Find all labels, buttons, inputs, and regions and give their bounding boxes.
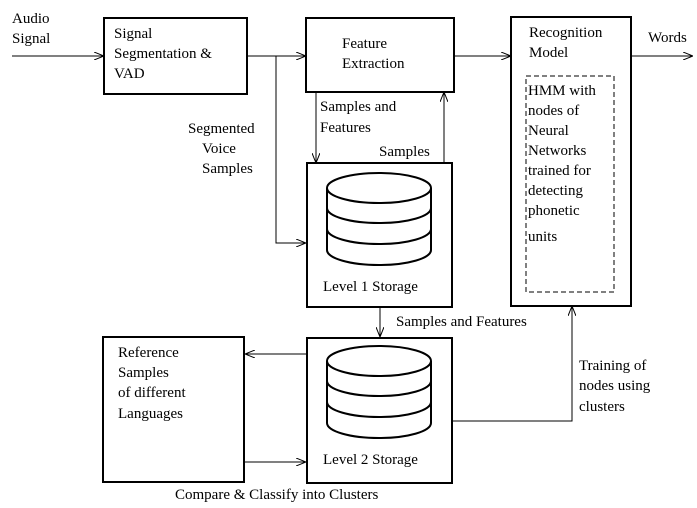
samples-and-features-label-line-1: Samples and xyxy=(320,99,397,115)
level2-database-icon xyxy=(326,345,432,439)
hmm-label-line-7: phonetic xyxy=(528,203,580,219)
recognition-label-line-2: Model xyxy=(529,45,568,61)
training-label-line-1: Training of xyxy=(579,358,646,374)
level2-label: Level 2 Storage xyxy=(323,452,418,468)
feature-extraction-box: Feature Extraction xyxy=(305,17,455,93)
hmm-label-line-6: detecting xyxy=(528,183,583,199)
hmm-label-line-3: Neural xyxy=(528,123,569,139)
segmented-voice-label-line-3: Samples xyxy=(202,161,253,177)
reference-samples-box: Reference Samples of different Languages xyxy=(102,336,245,483)
segmentation-label-line-2: Segmentation & xyxy=(114,46,212,62)
samples-label: Samples xyxy=(379,144,430,160)
hmm-label-line-8: units xyxy=(528,229,557,245)
samples-and-features-label-line-2: Features xyxy=(320,120,371,136)
compare-classify-caption: Compare & Classify into Clusters xyxy=(175,487,378,503)
reference-label-line-1: Reference xyxy=(118,345,179,361)
audio-signal-label-line-1: Audio xyxy=(12,11,50,27)
words-label: Words xyxy=(648,30,687,46)
level2-to-recognition-arrow xyxy=(452,307,572,422)
reference-label-line-3: of different xyxy=(118,385,186,401)
level1-storage-box: Level 1 Storage xyxy=(306,162,453,308)
segmentation-box: Signal Segmentation & VAD xyxy=(103,17,248,95)
segmentation-label-line-3: VAD xyxy=(114,66,145,82)
hmm-label-line-1: HMM with xyxy=(528,83,596,99)
hmm-inner-box xyxy=(525,75,615,293)
hmm-label-line-2: nodes of xyxy=(528,103,579,119)
hmm-label-line-4: Networks xyxy=(528,143,586,159)
recognition-model-box: Recognition Model HMM with nodes of Neur… xyxy=(510,16,632,307)
level1-database-icon xyxy=(326,172,432,266)
training-label-line-3: clusters xyxy=(579,399,625,415)
segmented-voice-label-line-1: Segmented xyxy=(188,121,255,137)
samples-and-features-label-2: Samples and Features xyxy=(396,314,527,330)
segmentation-label-line-1: Signal xyxy=(114,26,152,42)
segmented-voice-label-line-2: Voice xyxy=(202,141,236,157)
recognition-label-line-1: Recognition xyxy=(529,25,603,41)
audio-signal-label-line-2: Signal xyxy=(12,31,50,47)
feature-extraction-label-line-1: Feature xyxy=(342,36,387,52)
training-label-line-2: nodes using xyxy=(579,378,651,394)
reference-label-line-2: Samples xyxy=(118,365,169,381)
level1-label: Level 1 Storage xyxy=(323,279,418,295)
hmm-label-line-5: trained for xyxy=(528,163,591,179)
reference-label-line-4: Languages xyxy=(118,406,183,422)
level2-storage-box: Level 2 Storage xyxy=(306,337,453,484)
audio-signal-input: Audio Signal xyxy=(12,11,103,56)
segmented-voice-to-level1-arrow xyxy=(275,56,305,243)
feature-extraction-label-line-2: Extraction xyxy=(342,56,405,72)
